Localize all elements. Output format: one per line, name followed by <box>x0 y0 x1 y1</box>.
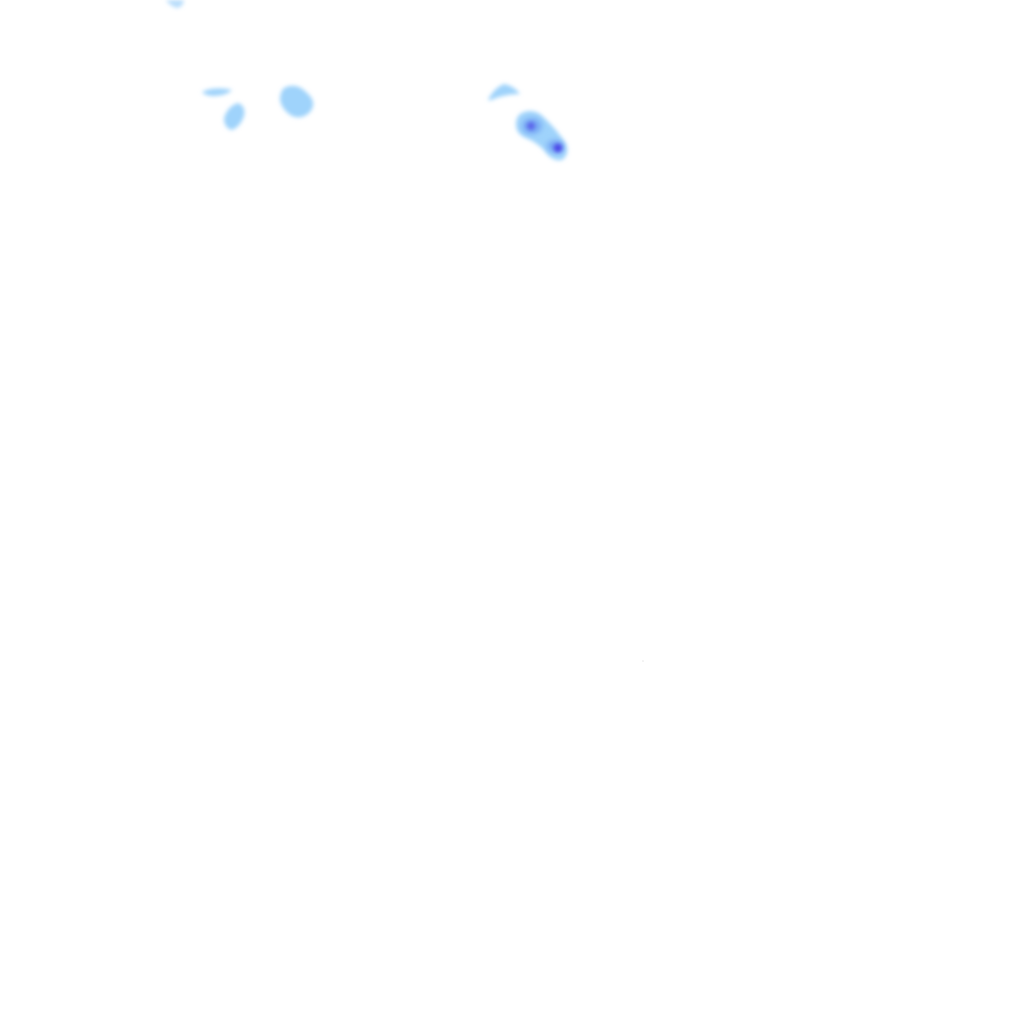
hotspot-right-cluster-peak-b <box>553 143 563 153</box>
hotspot-right-cluster-peak-a <box>527 122 535 130</box>
hotspot-right-cluster <box>516 111 568 161</box>
hotspot-center-right-arc <box>488 84 520 101</box>
hotspot-left-drop <box>224 103 245 130</box>
hotspot-center-left-blob <box>280 85 314 118</box>
stray-pixel <box>642 660 644 662</box>
hotspot-top-edge <box>166 0 184 8</box>
hotspot-left-dash <box>202 88 232 96</box>
